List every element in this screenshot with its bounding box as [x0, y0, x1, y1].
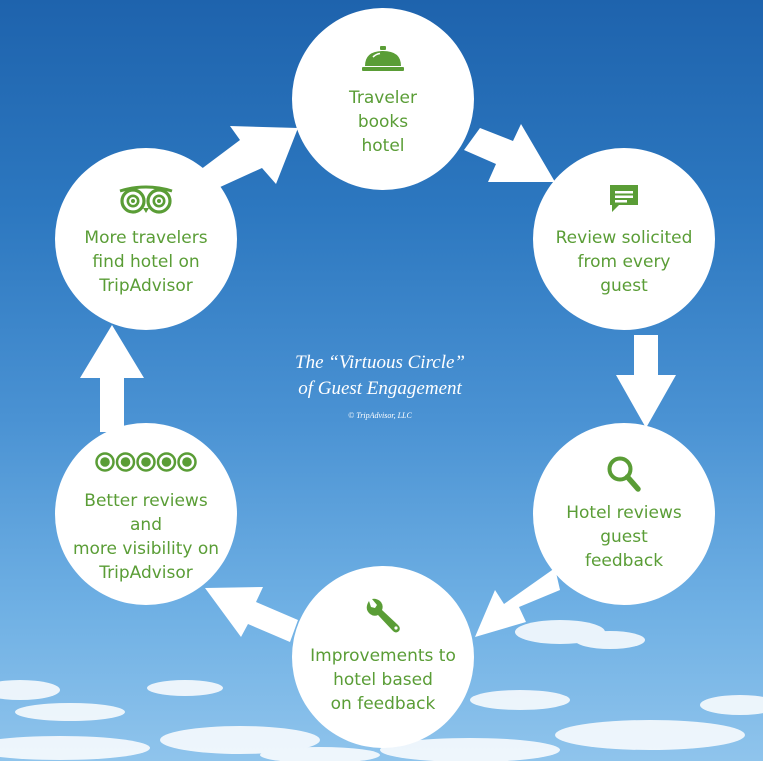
step-traveler-books-hotel: Traveler books hotel	[292, 8, 474, 190]
speech-bubble-icon	[610, 185, 638, 212]
wrench-icon	[366, 598, 400, 633]
step-better-reviews: Better reviews and more visibility on Tr…	[55, 423, 237, 605]
magnifier-icon	[607, 456, 641, 492]
step-label: More travelers find hotel on TripAdvisor	[84, 228, 208, 296]
arrow-6-to-1	[200, 126, 298, 188]
arrow-3-to-4	[475, 568, 560, 637]
tripadvisor-owl-icon	[119, 185, 173, 214]
step-hotel-reviews-feedback: Hotel reviews guest feedback	[533, 423, 715, 605]
step-improvements-to-hotel: Improvements to hotel based on feedback	[292, 566, 474, 748]
service-bell-icon	[362, 46, 404, 71]
step-label: Traveler books hotel	[349, 88, 417, 156]
arrow-4-to-5	[205, 587, 298, 642]
step-label: Hotel reviews guest feedback	[566, 503, 682, 571]
step-more-travelers: More travelers find hotel on TripAdvisor	[55, 148, 237, 330]
arrow-2-to-3	[616, 335, 676, 428]
diagram-title: The “Virtuous Circle” of Guest Engagemen…	[295, 352, 465, 399]
arrow-1-to-2	[464, 124, 555, 182]
step-review-solicited: Review solicited from every guest	[533, 148, 715, 330]
five-bubbles-rating-icon	[95, 452, 197, 472]
step-label: Review solicited from every guest	[555, 228, 693, 296]
arrow-5-to-6	[80, 325, 144, 432]
step-label: Better reviews and more visibility on Tr…	[72, 491, 220, 583]
copyright-notice: © TripAdvisor, LLC	[348, 411, 412, 420]
step-label: Improvements to hotel based on feedback	[310, 646, 456, 714]
